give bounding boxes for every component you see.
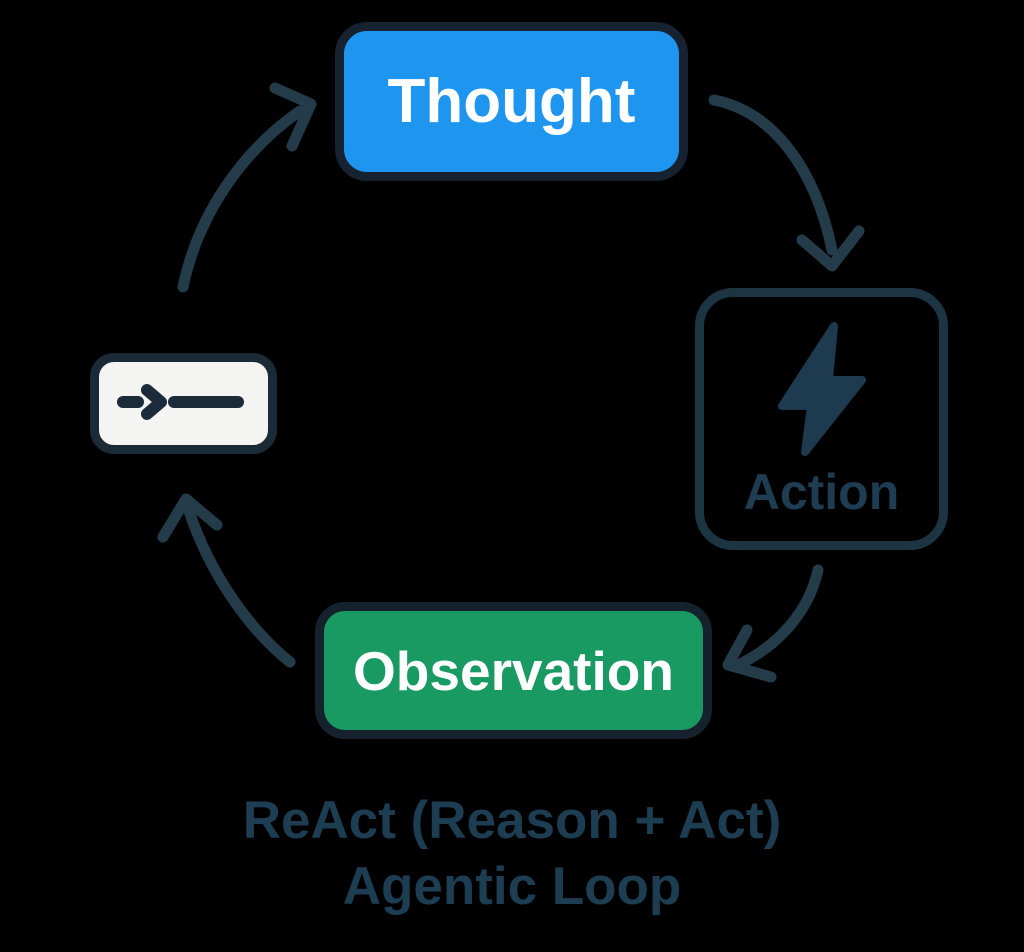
caption-line-2: Agentic Loop: [342, 857, 682, 916]
observation-label: Observation: [353, 639, 674, 702]
arrow-thought-to-action: [708, 94, 865, 272]
arrow-terminal-to-thought: [177, 82, 317, 293]
arrow-action-to-observation: [722, 564, 824, 683]
observation-node: Observation: [315, 602, 712, 739]
terminal-prompt-icon: [99, 360, 268, 448]
diagram-caption: ReAct (Reason + Act) Agentic Loop: [0, 788, 1024, 920]
action-label: Action: [743, 464, 900, 520]
lightning-bolt-icon: [777, 319, 867, 459]
thought-label: Thought: [387, 67, 636, 136]
arrow-observation-to-terminal: [157, 493, 296, 668]
thought-node: Thought: [335, 22, 688, 181]
terminal-node: [90, 353, 277, 454]
action-node: Action: [695, 288, 948, 550]
caption-line-1: ReAct (Reason + Act): [242, 791, 782, 850]
